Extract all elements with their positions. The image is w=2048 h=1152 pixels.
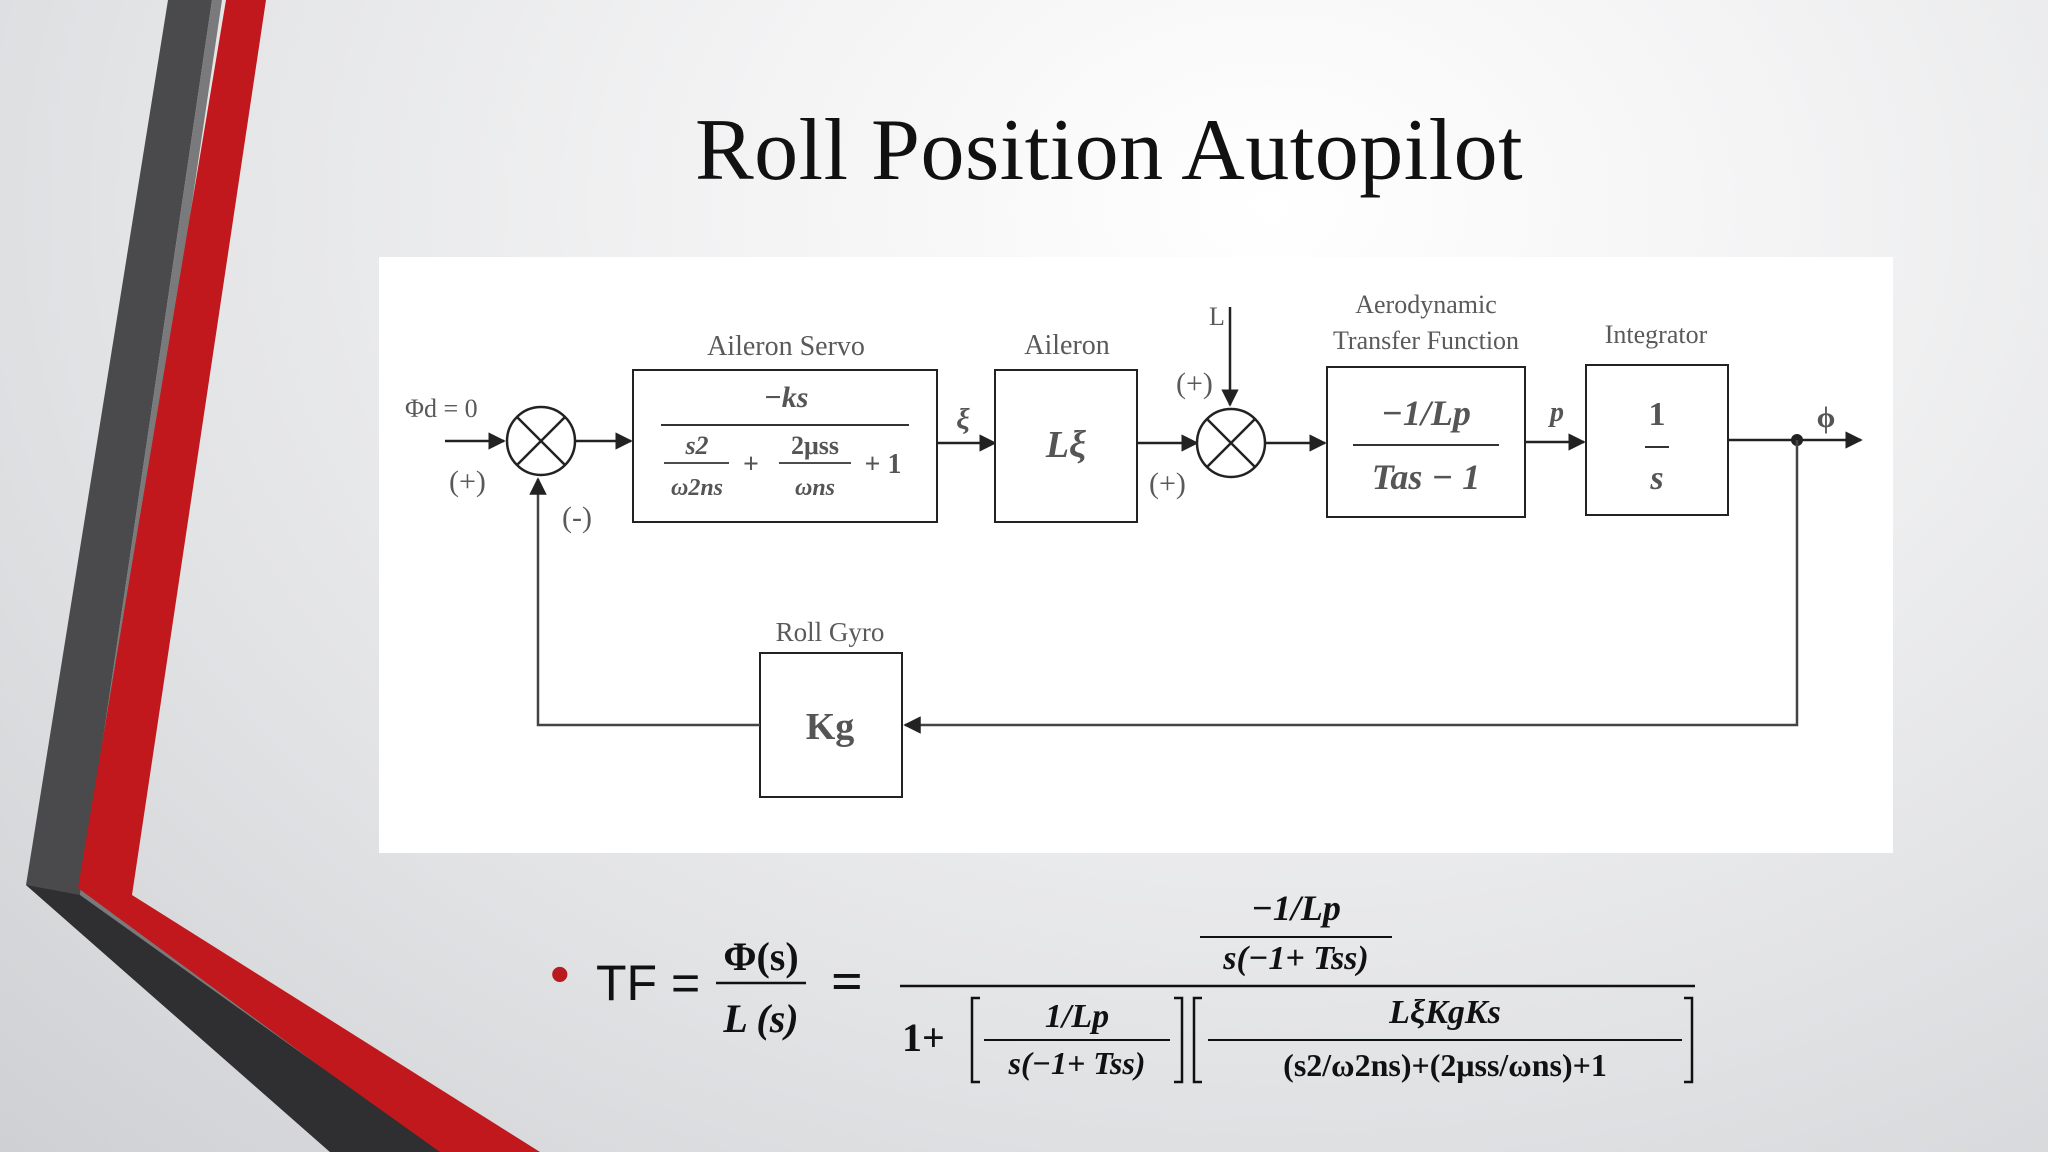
feedback-line-left (529, 477, 760, 727)
summing-junction-1 (505, 405, 577, 477)
aileron-gain: Lξ (1045, 424, 1086, 466)
red-stripe (78, 0, 540, 1152)
gyro-title: Roll Gyro (776, 617, 885, 647)
servo-s2: s2 (684, 431, 708, 460)
block-diagram: Φd = 0 (+) (-) Aileron Servo −ks s2 ω2ns… (379, 257, 1893, 853)
servo-numerator: −ks (764, 381, 809, 414)
aero-denominator: Tas − 1 (1372, 457, 1481, 497)
servo-title: Aileron Servo (707, 331, 865, 362)
integrator-title: Integrator (1605, 320, 1708, 349)
dark-lower-band (26, 885, 440, 1152)
lhs-denominator: L (s) (722, 996, 798, 1041)
bracket-2-left (1192, 996, 1202, 1084)
sum1-plus-label: (+) (449, 465, 486, 498)
output-label: ϕ (1817, 401, 1836, 434)
aero-title-line-1: Aerodynamic (1355, 290, 1497, 319)
integrator-numerator: 1 (1649, 396, 1666, 433)
gray-stripe-shadow (80, 0, 452, 1152)
big-numerator-bottom: s(−1+ Tss) (1222, 940, 1368, 977)
slide-title: Roll Position Autopilot (694, 102, 1524, 199)
sum2-plus-top: (+) (1176, 367, 1213, 400)
aileron-block (994, 369, 1138, 523)
equals-sign: = (831, 951, 863, 1013)
sum1-minus-label: (-) (562, 501, 592, 534)
aileron-title: Aileron (1024, 330, 1110, 361)
xi-label: ξ (956, 403, 970, 436)
sum2-plus-left: (+) (1149, 467, 1186, 500)
servo-plus-one: + 1 (865, 449, 902, 480)
feedback-line-right (903, 440, 1799, 734)
bracket-2-denominator: (s2/ω2ns)+(2μss/ωns)+1 (1283, 1047, 1607, 1083)
integrator-denominator: s (1649, 460, 1663, 497)
disturbance-label: L (1209, 302, 1225, 331)
servo-omega-ns: ωns (795, 475, 835, 501)
aero-title-line-2: Transfer Function (1333, 326, 1519, 355)
one-plus: 1+ (902, 1015, 945, 1060)
aero-block (1326, 366, 1526, 518)
aero-numerator: −1/Lp (1381, 393, 1471, 433)
bracket-1-denominator: s(−1+ Tss) (1008, 1045, 1146, 1081)
servo-2mu: 2μss (791, 431, 839, 460)
bracket-1-numerator: 1/Lp (1045, 998, 1109, 1035)
tf-lhs: TF = (596, 955, 700, 1011)
gyro-block (759, 652, 903, 798)
bracket-2-numerator: LξKgKs (1388, 994, 1501, 1031)
bracket-1-left (970, 996, 980, 1084)
servo-block (632, 369, 938, 523)
input-label: Φd = 0 (405, 394, 478, 423)
transfer-function-equation: • TF = Φ(s) L (s) = −1/Lp s(−1+ Tss) 1+ … (550, 880, 1750, 1100)
bracket-1-right (1174, 996, 1184, 1084)
lhs-numerator: Φ(s) (723, 934, 798, 979)
dark-stripe (26, 0, 440, 1152)
servo-omega: ω2ns (671, 475, 723, 501)
gyro-gain: Kg (806, 706, 855, 748)
bracket-2-right (1684, 996, 1694, 1084)
summing-junction-2 (1195, 407, 1267, 479)
integrator-block (1585, 364, 1729, 516)
servo-plus: + (743, 449, 759, 480)
p-label: p (1548, 397, 1564, 428)
big-numerator-top: −1/Lp (1251, 888, 1341, 928)
bullet: • (550, 942, 570, 1005)
